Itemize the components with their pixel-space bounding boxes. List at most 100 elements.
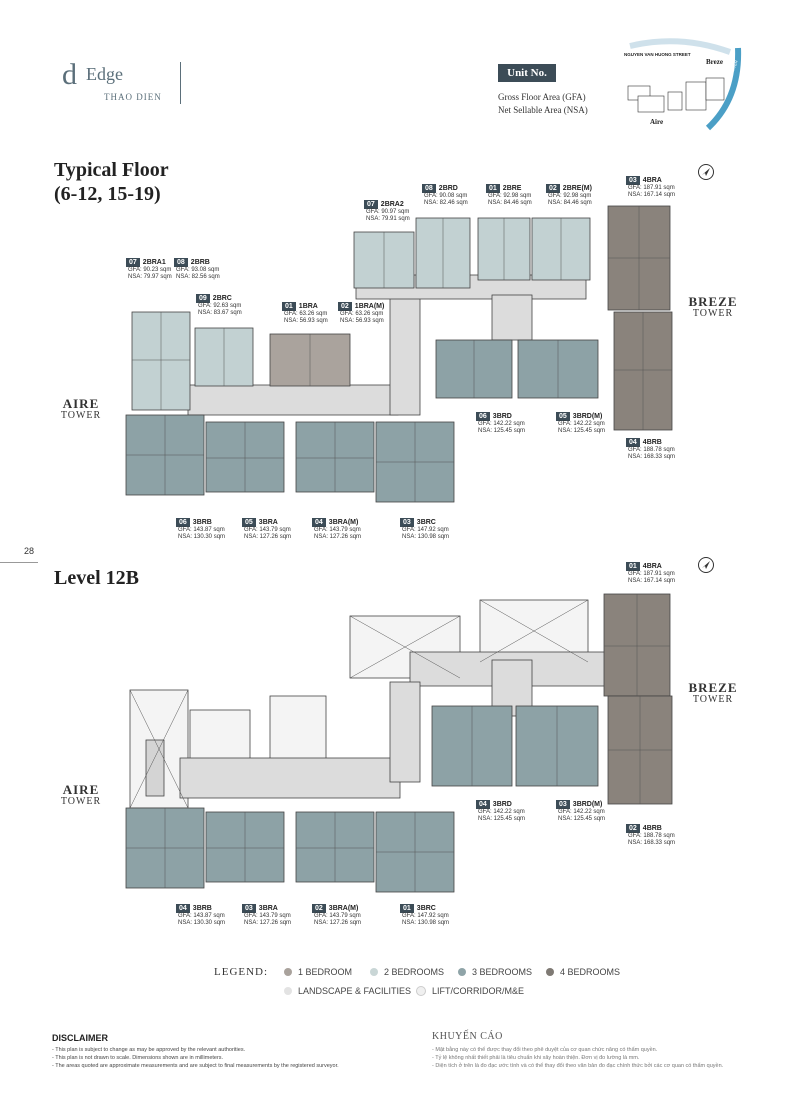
unit-type: 2BRC: [212, 295, 232, 302]
unit-type: 2BRE(M): [562, 185, 592, 192]
unit-nsa: NSA: 84.46 sqm: [548, 200, 592, 206]
site-key-map: NGUYEN VAN HUONG STREET Breze Aire SAIGO…: [624, 38, 742, 131]
brand-letter: d: [62, 58, 77, 91]
tower-word: TOWER: [60, 410, 102, 421]
unit-type: 3BRB: [192, 519, 212, 526]
legend-label: 1 BEDROOM: [298, 967, 353, 977]
unit-gfa: GFA: 142.22 sqm: [558, 809, 605, 815]
legend-item: 2 BEDROOMS: [370, 967, 444, 977]
tower-name: BREZE: [688, 294, 738, 309]
brand-name: Edge: [86, 64, 123, 84]
unit-nsa: NSA: 84.46 sqm: [488, 200, 532, 206]
north-arrow-icon: [698, 164, 714, 180]
unit-nsa: NSA: 79.97 sqm: [128, 274, 172, 280]
unit-type: 3BRD(M): [572, 413, 603, 420]
legend-item: LIFT/CORRIDOR/M&E: [416, 986, 524, 996]
level-12b-plan: [125, 593, 673, 893]
unit-type: 4BRA: [642, 563, 662, 570]
unit-type: 2BRB: [190, 259, 210, 266]
unit-type: 4BRA: [642, 177, 662, 184]
unit-gfa: GFA: 142.22 sqm: [478, 421, 525, 427]
unit-gfa: GFA: 187.91 sqm: [628, 185, 675, 191]
unit-type: 2BRE: [502, 185, 522, 192]
legend-item: 4 BEDROOMS: [546, 967, 620, 977]
unit-number: 01: [400, 904, 414, 913]
map-breze-label: Breze: [706, 58, 723, 66]
unit-type: 4BRB: [642, 825, 662, 832]
khuyen-cao-line: - Mặt bằng này có thể được thay đổi theo…: [432, 1047, 658, 1053]
unit-number: 05: [242, 518, 256, 527]
map-aire-label: Aire: [650, 118, 663, 126]
page-number: 28: [24, 546, 35, 556]
unit-number: 03: [556, 800, 570, 809]
khuyen-cao-title: KHUYẾN CÁO: [432, 1031, 503, 1042]
unit-gfa: GFA: 143.79 sqm: [244, 527, 291, 533]
unit-number: 02: [312, 904, 326, 913]
unit-number: 08: [422, 184, 436, 193]
khuyen-cao-line: - Diện tích ở trên là đo đạc ước tính và…: [432, 1063, 724, 1069]
unit-type: 3BRA: [258, 905, 278, 912]
legend-label: 2 BEDROOMS: [384, 967, 445, 977]
unit-nsa: NSA: 79.91 sqm: [366, 216, 410, 222]
unit-type: 3BRD: [492, 413, 512, 420]
unit-type: 2BRA2: [380, 201, 404, 208]
tower-name: AIRE: [62, 782, 100, 797]
unit-gfa: GFA: 143.87 sqm: [178, 913, 225, 919]
typical-floor-plan: [125, 205, 673, 503]
unit-number: 02: [338, 302, 352, 311]
tower-name: AIRE: [62, 396, 100, 411]
legend-label: LIFT/CORRIDOR/M&E: [432, 986, 525, 996]
tower-name: BREZE: [688, 680, 738, 695]
unit-number: 06: [176, 518, 190, 527]
unit-number: 01: [282, 302, 296, 311]
map-street-label: NGUYEN VAN HUONG STREET: [624, 52, 691, 57]
page-number-rule: [0, 562, 38, 563]
unit-type: 1BRA(M): [354, 303, 385, 310]
unit-nsa: NSA: 130.30 sqm: [178, 920, 226, 926]
unit-gfa: GFA: 63.26 sqm: [284, 311, 328, 317]
unit-gfa: GFA: 147.92 sqm: [402, 527, 449, 533]
unit-nsa: NSA: 125.45 sqm: [478, 816, 526, 822]
unit-number: 04: [476, 800, 490, 809]
unit-number: 07: [364, 200, 378, 209]
typical-floor-range: (6-12, 15-19): [54, 183, 161, 205]
unit-type: 1BRA: [298, 303, 318, 310]
legend-label: LANDSCAPE & FACILITIES: [298, 986, 412, 996]
unit-nsa: NSA: 130.98 sqm: [402, 534, 450, 540]
unit-nsa: NSA: 125.45 sqm: [558, 816, 606, 822]
unit-gfa: GFA: 147.92 sqm: [402, 913, 449, 919]
tower-word: TOWER: [692, 694, 734, 705]
unit-number: 05: [556, 412, 570, 421]
unit-gfa: GFA: 143.79 sqm: [314, 913, 361, 919]
unit-type: 3BRB: [192, 905, 212, 912]
unit-nsa: NSA: 130.98 sqm: [402, 920, 450, 926]
unit-nsa: NSA: 56.93 sqm: [340, 318, 384, 324]
unit-number: 01: [626, 562, 640, 571]
unit-nsa: NSA: 127.26 sqm: [314, 920, 362, 926]
tower-word: TOWER: [60, 796, 102, 807]
unit-gfa: GFA: 143.79 sqm: [244, 913, 291, 919]
disclaimer-title: DISCLAIMER: [52, 1033, 108, 1043]
legend-item: LANDSCAPE & FACILITIES: [284, 986, 411, 996]
unit-gfa: GFA: 92.98 sqm: [488, 193, 532, 199]
unit-number: 01: [486, 184, 500, 193]
unit-gfa: GFA: 92.98 sqm: [548, 193, 592, 199]
